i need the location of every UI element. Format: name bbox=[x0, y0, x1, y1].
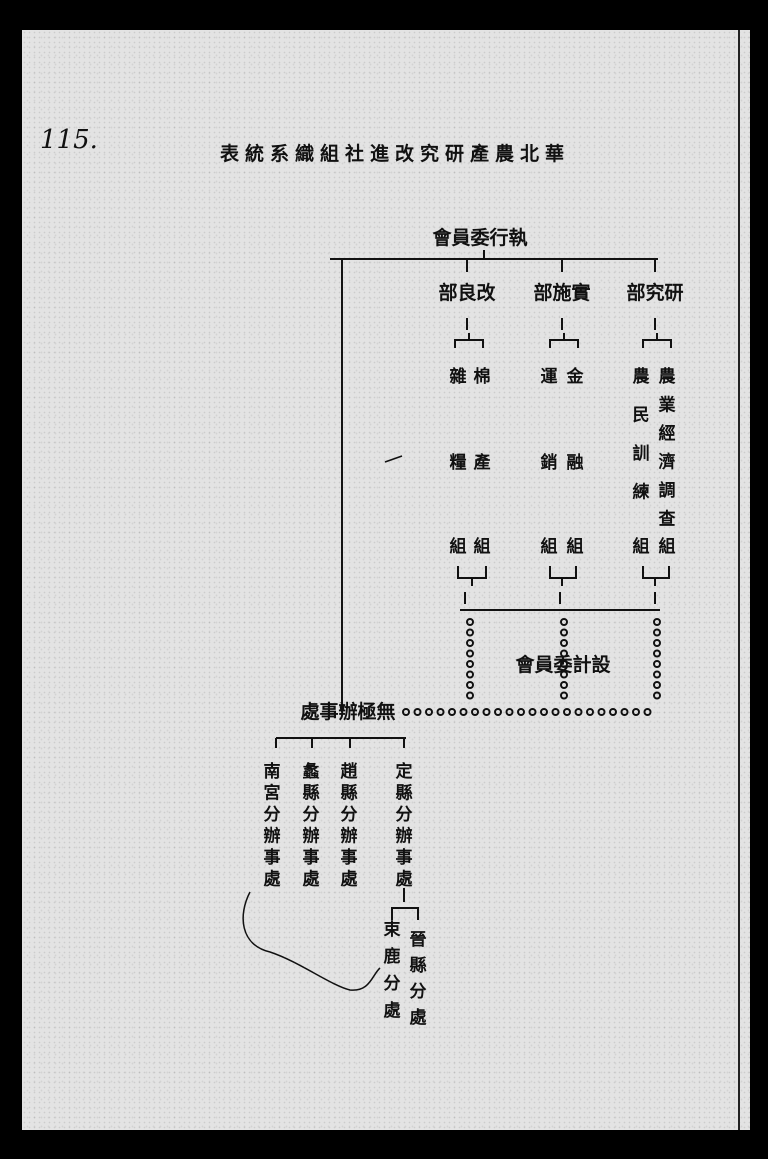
dot-mark bbox=[560, 628, 568, 637]
branch-office: 南宮分辦事處 bbox=[264, 761, 282, 890]
handwritten-mark bbox=[384, 455, 403, 463]
branch-connectors bbox=[275, 737, 406, 748]
dot-mark bbox=[560, 649, 568, 658]
dot-mark bbox=[505, 708, 514, 716]
dot-mark bbox=[563, 708, 571, 716]
page-title: 華北農產研究改進社組織系統表 bbox=[220, 142, 570, 165]
dot-mark bbox=[466, 618, 474, 626]
dot-mark bbox=[466, 691, 474, 700]
dot-mark bbox=[528, 708, 537, 716]
group-char: 組 bbox=[567, 536, 584, 557]
dot-mark bbox=[574, 708, 583, 716]
group-char: 農 bbox=[633, 366, 650, 387]
group-char: 調 bbox=[659, 480, 676, 501]
dot-mark bbox=[466, 681, 474, 689]
group-char: 運 bbox=[541, 367, 558, 387]
page-number: 115. bbox=[40, 125, 98, 155]
dot-mark bbox=[560, 639, 568, 647]
dotted-link bbox=[402, 618, 661, 716]
group-char: 融 bbox=[567, 453, 584, 473]
dot-mark bbox=[459, 708, 468, 716]
group-char: 經 bbox=[659, 423, 676, 444]
executive-committee: 執行委員會 bbox=[432, 226, 527, 249]
dot-mark bbox=[632, 708, 640, 716]
scanned-page bbox=[22, 30, 750, 1130]
exec-connectors bbox=[330, 250, 658, 712]
dot-mark bbox=[466, 670, 474, 679]
wuji-office: 無極辦事處 bbox=[300, 700, 395, 723]
branch-office: 趙縣分辦事處 bbox=[341, 762, 359, 890]
group-char: 組 bbox=[474, 536, 491, 557]
dept-implementation: 實施部 bbox=[533, 281, 590, 304]
dot-mark bbox=[413, 708, 422, 716]
group-char: 農 bbox=[659, 366, 676, 387]
group-char: 棉 bbox=[474, 366, 491, 387]
dept-research: 研究部 bbox=[626, 281, 683, 304]
dot-mark bbox=[643, 708, 652, 716]
dot-mark bbox=[466, 660, 474, 668]
dot-mark bbox=[560, 618, 568, 626]
sub-office: 束鹿分處 bbox=[384, 919, 402, 1021]
group-char: 民 bbox=[633, 406, 650, 426]
dept-top-brackets bbox=[454, 318, 672, 348]
group-char: 組 bbox=[541, 536, 558, 557]
group-char: 組 bbox=[450, 536, 467, 557]
dot-mark bbox=[482, 708, 491, 716]
dot-mark bbox=[653, 691, 661, 700]
dot-mark bbox=[609, 708, 617, 716]
dot-mark bbox=[560, 660, 568, 668]
group-bottom-brackets bbox=[457, 566, 670, 586]
dot-mark bbox=[540, 708, 548, 716]
dot-mark bbox=[653, 660, 661, 668]
group-char: 銷 bbox=[541, 452, 558, 473]
group-char: 訓 bbox=[633, 443, 650, 464]
dot-mark bbox=[653, 618, 661, 626]
branch-office: 定縣分辦事處 bbox=[396, 761, 414, 890]
dept-improvement: 改良部 bbox=[438, 281, 496, 304]
dot-mark bbox=[653, 681, 661, 689]
dot-mark bbox=[560, 691, 568, 700]
branch-office: 蠡縣分辦事處 bbox=[303, 761, 321, 890]
group-char: 糧 bbox=[450, 452, 467, 473]
group-char: 組 bbox=[659, 536, 676, 557]
handwritten-curve bbox=[242, 891, 381, 991]
dot-mark bbox=[653, 649, 661, 658]
group-char: 練 bbox=[633, 482, 650, 503]
group-char: 濟 bbox=[659, 452, 676, 473]
page-edge-line bbox=[738, 30, 740, 1130]
branch-offices: 南宮分辦事處 蠡縣分辦事處 趙縣分辦事處 定縣分辦事處 bbox=[264, 761, 414, 890]
group-char: 業 bbox=[659, 395, 676, 416]
dot-mark bbox=[586, 708, 594, 716]
dot-mark bbox=[425, 708, 433, 716]
group-char: 組 bbox=[633, 536, 650, 557]
dot-mark bbox=[551, 708, 560, 716]
dot-mark bbox=[653, 670, 661, 679]
dot-mark bbox=[517, 708, 525, 716]
dot-mark bbox=[620, 708, 629, 716]
dot-mark bbox=[466, 649, 474, 658]
sub-office-bracket bbox=[391, 888, 419, 920]
group-char: 雜 bbox=[450, 366, 467, 387]
dot-mark bbox=[560, 670, 568, 679]
group-char: 金 bbox=[566, 366, 585, 387]
dot-mark bbox=[494, 708, 502, 716]
dot-mark bbox=[471, 708, 479, 716]
dot-mark bbox=[560, 681, 568, 689]
dot-mark bbox=[653, 639, 661, 647]
dot-mark bbox=[466, 639, 474, 647]
dot-mark bbox=[436, 708, 445, 716]
group-char: 產 bbox=[474, 452, 491, 473]
design-committee: 設計委員會 bbox=[515, 653, 611, 676]
dot-mark bbox=[448, 708, 456, 716]
dot-mark bbox=[653, 628, 661, 637]
sub-office: 晉縣分處 bbox=[410, 930, 428, 1028]
dot-mark bbox=[597, 708, 606, 716]
group-char: 查 bbox=[658, 509, 677, 530]
dot-mark bbox=[402, 708, 410, 716]
dot-mark bbox=[466, 628, 474, 637]
design-connectors bbox=[460, 592, 660, 611]
